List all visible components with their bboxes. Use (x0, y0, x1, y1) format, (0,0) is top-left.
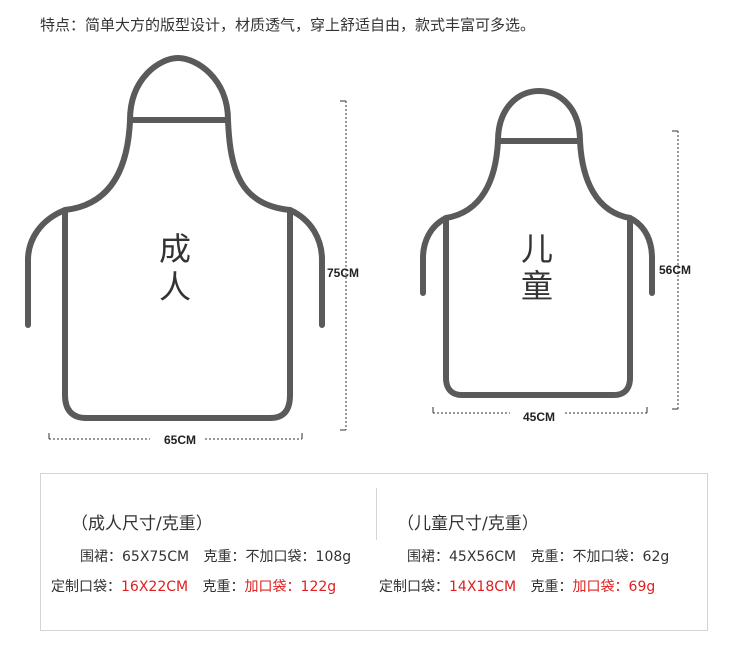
child-weight-label-2: 克重： (530, 579, 573, 595)
adult-height-dimension (340, 100, 347, 431)
child-pocket-size: 14X18CM (449, 579, 517, 595)
adult-width-dimension (48, 433, 303, 440)
child-apron-size: 45X56CM (449, 549, 517, 565)
adult-pocket-size: 16X22CM (121, 579, 189, 595)
adult-apron-size: 65X75CM (122, 549, 190, 565)
child-label-line1: 儿 (521, 230, 553, 268)
adult-width-label: 65CM (164, 433, 196, 447)
adult-label-line1: 成 (159, 230, 191, 268)
child-apron-diagram (420, 88, 655, 398)
adult-apron-body (62, 117, 293, 421)
child-right-tie (627, 215, 655, 296)
adult-apron-label: 围裙： (80, 549, 122, 565)
child-height-dimension (672, 130, 679, 410)
child-weight-1: 不加口袋：62g (572, 549, 670, 565)
adult-pocket-label: 定制口袋： (51, 579, 121, 595)
child-apron-label: 围裙： (407, 549, 449, 565)
adult-left-tie (25, 207, 68, 328)
adult-weight-2: 加口袋：122g (244, 579, 337, 595)
child-weight-2: 加口袋：69g (572, 579, 656, 595)
adult-weight-label-2: 克重： (202, 579, 245, 595)
adult-label-line2: 人 (159, 268, 191, 306)
intro-text: 特点：简单大方的版型设计，材质透气，穿上舒适自由，款式丰富可多选。 (40, 16, 536, 34)
spec-table: （成人尺寸/克重） 围裙：65X75CM 克重：不加口袋：108g 定制口袋：1… (40, 473, 708, 631)
child-pocket-label: 定制口袋： (379, 579, 449, 595)
apron-diagrams: 成 人 75CM 65CM 儿 童 56CM 45CM (25, 55, 691, 447)
child-weight-label-1: 克重： (530, 549, 573, 565)
adult-spec-title: （成人尺寸/克重） (71, 514, 213, 534)
child-spec-title: （儿童尺寸/克重） (397, 514, 539, 534)
adult-weight-1: 不加口袋：108g (245, 549, 352, 565)
child-label-line2: 童 (521, 267, 553, 305)
child-pocket-row: 定制口袋：14X18CM 克重：加口袋：69g (379, 576, 655, 596)
child-neck-strap (495, 88, 583, 144)
child-width-dimension (432, 407, 648, 414)
spec-divider (376, 488, 377, 540)
adult-apron-row: 围裙：65X75CM 克重：不加口袋：108g (80, 546, 351, 566)
child-apron-row: 围裙：45X56CM 克重：不加口袋：62g (407, 546, 669, 566)
adult-height-label: 75CM (327, 266, 359, 280)
adult-right-tie (287, 207, 325, 328)
child-apron-body (443, 138, 633, 398)
adult-apron-diagram (25, 55, 325, 421)
child-width-label: 45CM (523, 410, 555, 424)
adult-weight-label-1: 克重： (203, 549, 246, 565)
adult-neck-strap (127, 55, 231, 123)
child-height-label: 56CM (659, 263, 691, 277)
child-left-tie (420, 215, 449, 296)
adult-pocket-row: 定制口袋：16X22CM 克重：加口袋：122g (51, 576, 336, 596)
